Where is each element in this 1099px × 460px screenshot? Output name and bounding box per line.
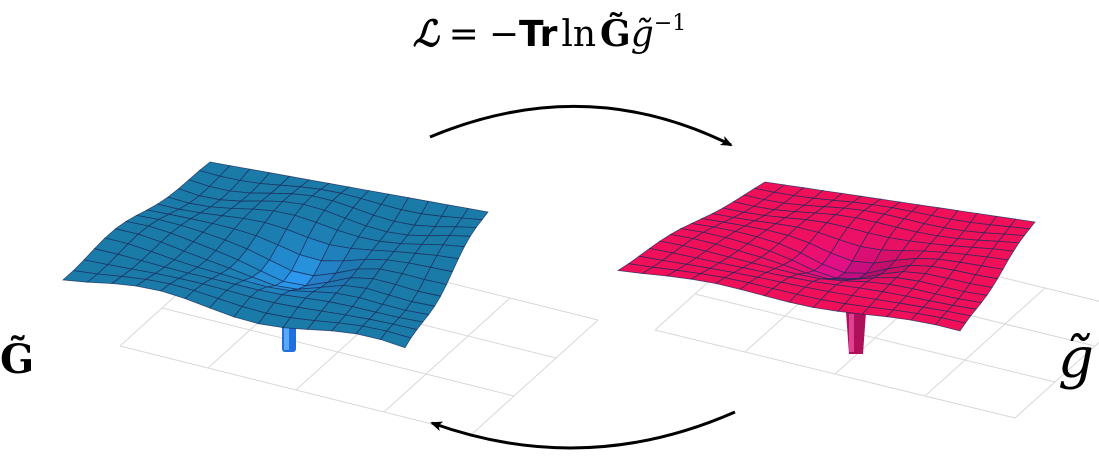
formula-trace: Tr: [518, 14, 558, 55]
stem-left: [282, 324, 296, 352]
floor-grid-line: [471, 319, 599, 435]
stem-right-highlight: [849, 314, 854, 352]
surface-cell: [934, 317, 967, 332]
stem-right: [846, 312, 866, 354]
surface-right: [616, 181, 1036, 332]
curved-arrow-right-icon: [429, 104, 733, 147]
floor-grid-line: [654, 329, 1016, 419]
surface-cell: [379, 330, 412, 349]
formula-minus: −: [488, 14, 519, 55]
stem-left-highlight: [284, 326, 289, 350]
formula-lhs: ℒ: [412, 13, 439, 55]
surface-left: [62, 161, 489, 349]
curved-arrow-left-icon: [430, 410, 736, 450]
floor-grid-line: [161, 307, 515, 397]
formula-g: g̃: [630, 14, 654, 55]
floor-grid-line: [924, 287, 1046, 397]
formula-log: ln: [561, 14, 597, 55]
floor-grid-line: [1014, 341, 1099, 419]
formula-exponent: −1: [653, 11, 687, 36]
formula-G: G̃: [600, 13, 631, 55]
floor-grid-line: [694, 293, 1056, 383]
floor-grid-line: [119, 345, 473, 435]
label-G: G̃: [0, 336, 35, 383]
formula-equals: =: [448, 14, 479, 55]
label-g: g̃: [1058, 326, 1094, 391]
floor-grid-line: [383, 297, 511, 413]
